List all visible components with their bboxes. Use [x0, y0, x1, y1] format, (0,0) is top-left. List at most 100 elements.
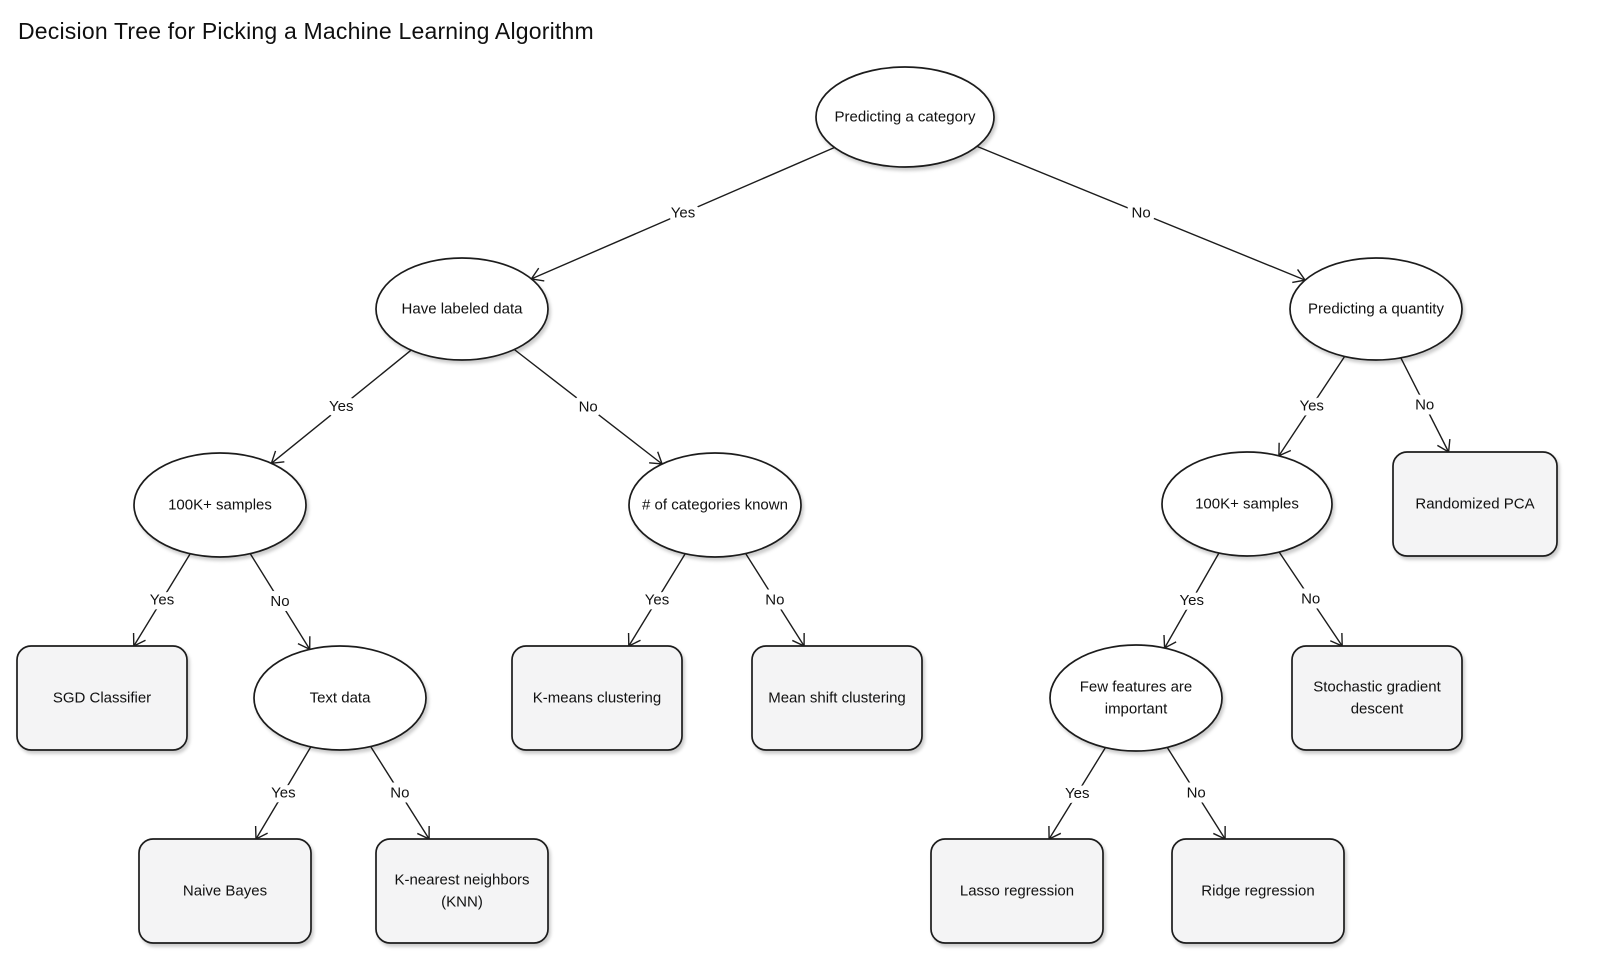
node-label: Stochastic gradient: [1313, 679, 1441, 696]
node-label: Randomized PCA: [1415, 496, 1534, 513]
edge-arrow-line: [254, 746, 312, 841]
node-few-features-important: Few features are important: [1049, 644, 1223, 752]
node-label: K-nearest neighbors: [394, 872, 529, 889]
edge-label-yes: Yes: [329, 398, 353, 415]
edge-arrow-line: [370, 746, 430, 841]
edge-label-no: No: [579, 398, 598, 415]
node-label: 100K+ samples: [1195, 496, 1299, 513]
node-sgd-classifier: SGD Classifier: [16, 645, 188, 751]
edge-label-no: No: [1187, 785, 1206, 802]
leaf-box: [930, 838, 1104, 944]
edge-arrow-line: [1166, 747, 1226, 841]
node-text-data: Text data: [253, 645, 427, 751]
edge-label-yes: Yes: [1299, 398, 1323, 415]
edge-arrow-line: [745, 553, 805, 648]
node-label: Predicting a quantity: [1308, 301, 1444, 318]
decision-ellipse: [375, 257, 549, 361]
edge-100k-samples-left-to-sgd-classifier: [132, 553, 191, 648]
leaf-box: [138, 838, 312, 944]
decision-ellipse: [1289, 257, 1463, 361]
edge-arrow-line: [1048, 747, 1107, 841]
edge-label-yes: Yes: [271, 785, 295, 802]
decision-ellipse: [1049, 644, 1223, 752]
edge-arrow-line: [627, 553, 686, 648]
decision-ellipse: [133, 452, 307, 558]
edge-arrow-line: [1278, 551, 1343, 648]
edge-label-no: No: [270, 593, 289, 610]
decision-ellipse: [628, 452, 802, 558]
node-100k-samples-right: 100K+ samples: [1161, 451, 1333, 557]
node-predicting-category: Predicting a category: [815, 66, 995, 168]
edge-arrow-line: [513, 348, 664, 465]
node-k-nearest-neighbors: K-nearest neighbors (KNN): [375, 838, 549, 944]
leaf-box: [1171, 838, 1345, 944]
edge-label-no: No: [1132, 205, 1151, 222]
leaf-box: [1291, 645, 1463, 751]
node-label: Mean shift clustering: [768, 690, 906, 707]
node-label: SGD Classifier: [53, 690, 151, 707]
leaf-box: [511, 645, 683, 751]
node-categories-known: # of categories known: [628, 452, 802, 558]
edge-arrow-line: [1278, 356, 1346, 457]
edge-few-features-important-to-ridge-regression: [1166, 747, 1226, 841]
edge-text-data-to-k-nearest-neighbors: [370, 746, 430, 841]
node-naive-bayes: Naive Bayes: [138, 838, 312, 944]
node-label: Few features are: [1080, 679, 1193, 696]
node-label: (KNN): [441, 894, 483, 911]
edge-categories-known-to-mean-shift-clustering: [745, 553, 805, 648]
node-predicting-quantity: Predicting a quantity: [1289, 257, 1463, 361]
node-label: 100K+ samples: [168, 497, 272, 514]
decision-ellipse: [1161, 451, 1333, 557]
leaf-box: [1392, 451, 1558, 557]
node-100k-samples-left: 100K+ samples: [133, 452, 307, 558]
edge-categories-known-to-k-means-clustering: [627, 553, 686, 648]
decision-ellipse: [815, 66, 995, 168]
edge-arrow-line: [249, 553, 311, 651]
node-label: K-means clustering: [533, 690, 661, 707]
edge-arrow-line: [270, 349, 412, 465]
leaf-box: [375, 838, 549, 944]
node-label: Text data: [310, 690, 372, 707]
node-label: Predicting a category: [835, 109, 976, 126]
node-label: # of categories known: [642, 497, 788, 514]
leaf-box: [16, 645, 188, 751]
decision-ellipse: [253, 645, 427, 751]
edge-text-data-to-naive-bayes: [254, 746, 312, 841]
edge-predicting-quantity-to-100k-samples-right: [1278, 356, 1346, 457]
node-label: Naive Bayes: [183, 883, 267, 900]
node-ridge-regression: Ridge regression: [1171, 838, 1345, 944]
edge-predicting-quantity-to-randomized-pca: [1400, 357, 1451, 454]
node-label: Have labeled data: [402, 301, 524, 318]
leaf-box: [751, 645, 923, 751]
edge-predicting-category-to-predicting-quantity: [976, 145, 1307, 284]
edge-few-features-important-to-lasso-regression: [1048, 747, 1107, 841]
node-label: Ridge regression: [1201, 883, 1314, 900]
edges-layer: [132, 145, 1451, 841]
edge-label-yes: Yes: [1065, 785, 1089, 802]
edge-100k-samples-right-to-stochastic-gradient-descent: [1278, 551, 1343, 648]
node-randomized-pca: Randomized PCA: [1392, 451, 1558, 557]
edge-100k-samples-left-to-text-data: [249, 553, 311, 651]
edge-100k-samples-right-to-few-features-important: [1163, 552, 1220, 650]
edge-have-labeled-data-to-categories-known: [513, 348, 664, 465]
node-mean-shift-clustering: Mean shift clustering: [751, 645, 923, 751]
edge-arrow-line: [132, 553, 191, 648]
edge-label-yes: Yes: [645, 591, 669, 608]
edge-arrow-line: [1400, 357, 1451, 454]
edge-label-no: No: [1301, 591, 1320, 608]
edge-label-yes: Yes: [671, 205, 695, 222]
edge-label-yes: Yes: [1180, 592, 1204, 609]
edge-label-no: No: [765, 591, 784, 608]
edge-arrow-line: [1163, 552, 1220, 650]
edge-label-yes: Yes: [150, 591, 174, 608]
edge-predicting-category-to-have-labeled-data: [530, 146, 835, 282]
node-have-labeled-data: Have labeled data: [375, 257, 549, 361]
edge-label-no: No: [390, 784, 409, 801]
node-label: Lasso regression: [960, 883, 1074, 900]
node-label: important: [1105, 701, 1168, 718]
node-lasso-regression: Lasso regression: [930, 838, 1104, 944]
edge-have-labeled-data-to-100k-samples-left: [270, 349, 412, 465]
edge-arrow-line: [530, 146, 835, 282]
